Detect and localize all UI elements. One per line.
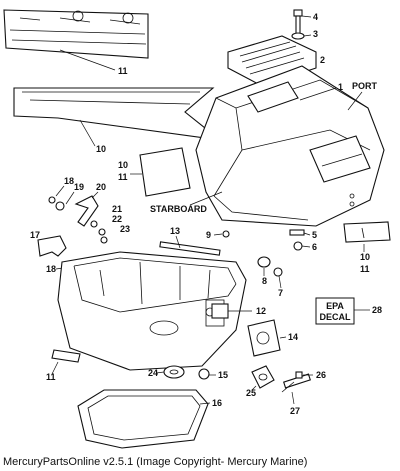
callout-11a: 11 [118, 66, 128, 76]
starboard-label: STARBOARD [150, 204, 207, 214]
bottom-cowl [57, 251, 247, 371]
top-cowl [195, 65, 385, 227]
latch-nut [293, 241, 303, 251]
image-copyright: MercuryPartsOnline v2.5.1 (Image Copyrig… [3, 456, 308, 468]
callout-23: 23 [120, 224, 130, 234]
small-strip-decal [51, 349, 81, 363]
callout-24: 24 [148, 368, 158, 378]
epa-label-line1: EPA [326, 301, 344, 311]
latch-pin [273, 267, 283, 277]
callout-27: 27 [290, 406, 300, 416]
callout-16: 16 [212, 398, 222, 408]
callout-11c: 11 [360, 264, 370, 274]
callout-11d: 11 [46, 372, 56, 382]
hook-bushing [98, 228, 106, 236]
callout-4: 4 [313, 12, 318, 22]
seal-rod [159, 241, 221, 256]
latch-plate [289, 229, 305, 236]
port-label: PORT [352, 81, 378, 91]
callout-17: 17 [30, 230, 40, 240]
callout-13: 13 [170, 226, 180, 236]
callout-10a: 10 [96, 144, 106, 154]
shift-seal [251, 365, 275, 389]
callout-26: 26 [316, 370, 326, 380]
callout-28: 28 [372, 305, 382, 315]
seal-gasket [211, 303, 229, 319]
callout-18b: 18 [46, 264, 56, 274]
callout-19: 19 [74, 182, 84, 192]
top-decal [3, 9, 149, 59]
small-decal-right [343, 221, 391, 243]
side-decal [13, 87, 222, 141]
grommet-plug [257, 256, 271, 268]
callout-18a: 18 [64, 176, 74, 186]
small-decal-left [139, 147, 191, 197]
drain-plug [198, 368, 210, 380]
hook-screw-a [48, 196, 56, 204]
callout-10b: 10 [118, 160, 128, 170]
cable-grommet [163, 365, 185, 379]
washer [291, 32, 305, 40]
callout-3: 3 [313, 29, 318, 39]
hook-spring-washer [90, 220, 98, 228]
callout-14: 14 [288, 332, 298, 342]
round-decal [247, 319, 281, 357]
latch-hook [74, 195, 99, 227]
callout-6: 6 [312, 242, 317, 252]
bottom-seal [77, 389, 209, 449]
callout-12: 12 [256, 306, 266, 316]
callout-15: 15 [218, 370, 228, 380]
callout-20: 20 [96, 182, 106, 192]
hook-washer [55, 201, 65, 211]
fuel-fitting [281, 371, 311, 393]
hook-screw-b [100, 236, 108, 244]
grommet [222, 230, 230, 238]
callout-11b: 11 [118, 172, 128, 182]
callout-7: 7 [278, 288, 283, 298]
callout-22: 22 [112, 214, 122, 224]
callout-9: 9 [206, 230, 211, 240]
screw [293, 9, 303, 37]
callout-21: 21 [112, 204, 122, 214]
callout-25: 25 [246, 388, 256, 398]
callout-8: 8 [262, 276, 267, 286]
callout-5: 5 [312, 230, 317, 240]
callout-10c: 10 [360, 252, 370, 262]
epa-decal: EPA DECAL [315, 297, 355, 325]
callout-1: 1 [338, 82, 343, 92]
epa-label-line2: DECAL [320, 312, 352, 322]
callout-2: 2 [320, 55, 325, 65]
handle [37, 235, 67, 257]
